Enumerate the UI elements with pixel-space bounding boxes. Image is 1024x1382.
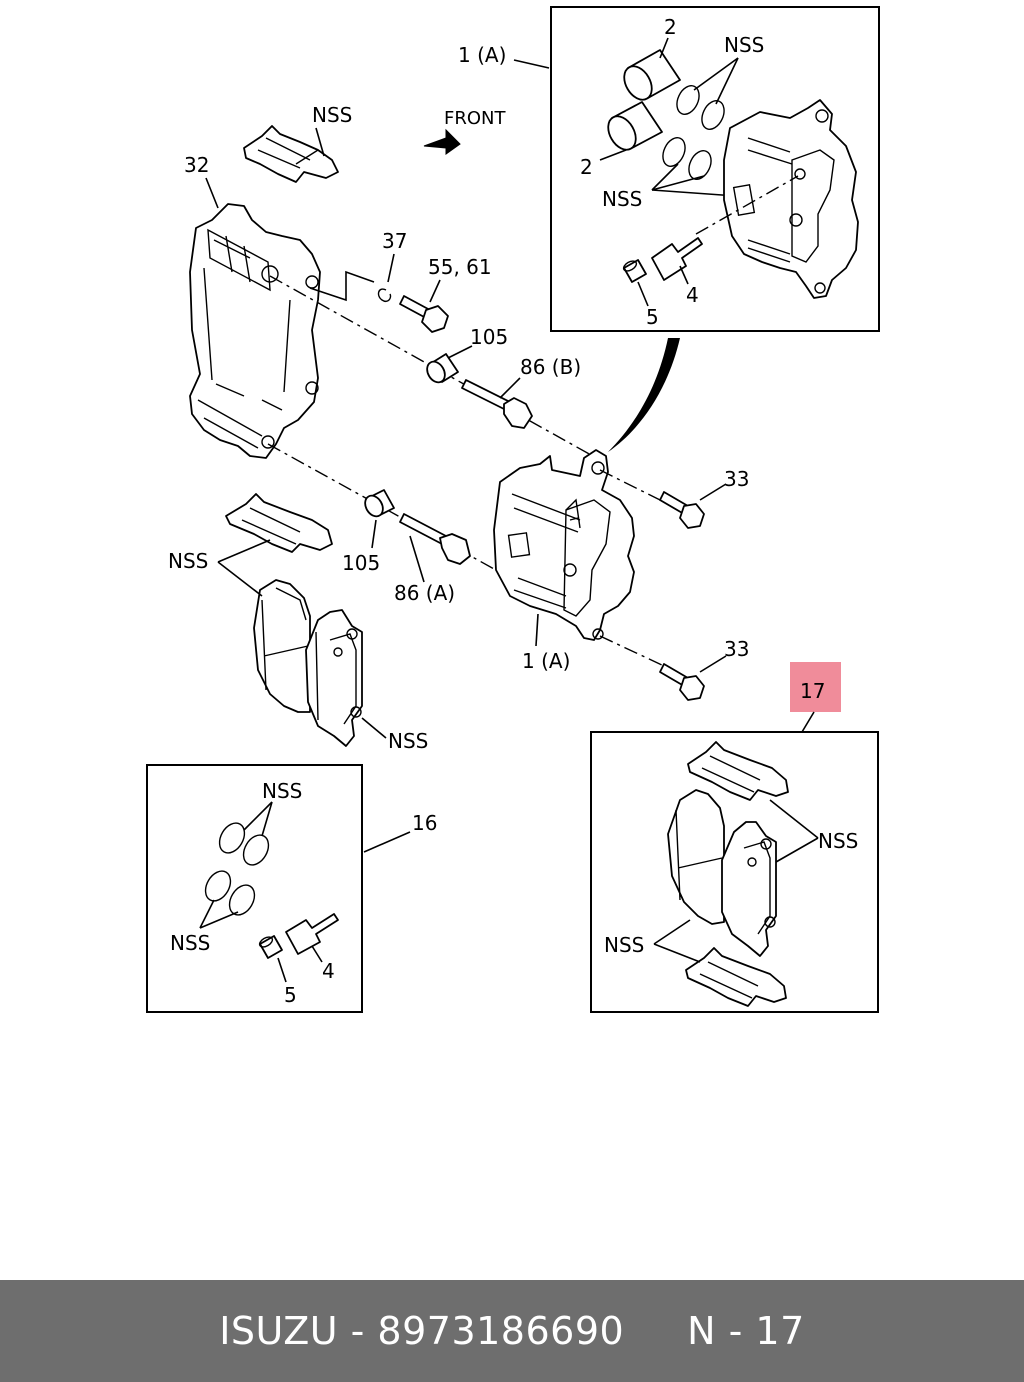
kit17-pad-outer [667,789,725,925]
detail-callout-arrow [608,338,680,452]
kit-16-box: 16 NSS NSS 4 5 [146,764,437,1013]
caliper-bolt-lower [659,663,705,701]
label-cap-box: 5 [646,305,659,329]
kit16-bleeder-screw [285,913,339,955]
kit17-pad-inner [721,821,777,957]
page-number: 17 [755,1309,805,1353]
label-bolt-upper: 33 [724,467,749,491]
pin-boot-upper [426,353,459,384]
guide-pin-lower [399,513,471,565]
label-front: FRONT [444,108,506,129]
bleeder-screw-detail [651,237,703,281]
label-piston-bottom: 2 [580,155,593,179]
part-number: 8973186690 [377,1309,625,1353]
label-shim-left: NSS [388,729,428,753]
kit-17-box: 17 NSS NSS [590,662,879,1013]
pad-clip-top [243,125,339,183]
label-boot-upper: 105 [470,325,508,349]
front-direction-arrow: FRONT [423,108,506,155]
kit16-bleeder-cap [258,935,283,959]
pin-boot-lower [364,489,395,518]
label-ring: 37 [382,229,407,253]
label-kit16-seals-bottom: NSS [170,931,210,955]
label-clip-left: NSS [168,549,208,573]
label-seals-top: NSS [724,33,764,57]
guide-pin-upper [461,379,533,429]
section-code: N [687,1309,717,1353]
part-info-footer: ISUZU - 8973186690 N - 17 [0,1280,1024,1382]
kit16-seal-rings-top [218,822,270,866]
label-bracket: 32 [184,153,209,177]
exploded-parts-diagram: 1 (A) 2 2 NSS NSS [146,6,880,1013]
kit16-seal-rings-bottom [204,870,256,916]
part-info-text: ISUZU - 8973186690 N - 17 [219,1309,805,1353]
caliper-assembly [493,449,635,641]
label-kit17-clip-bottom: NSS [604,933,644,957]
kit17-highlight [790,662,841,712]
brand-name: ISUZU [219,1309,339,1353]
caliper-body-detail [723,99,859,299]
retaining-ring [377,288,392,303]
bracket-bolt [399,295,449,333]
separator: - [716,1309,756,1353]
brake-pad-inner [305,609,363,747]
label-caliper-box-ref: 1 (A) [458,43,506,67]
separator: - [338,1309,378,1353]
piston-bottom [607,101,663,151]
label-kit17: 17 [800,679,825,703]
seal-rings-top [676,85,725,130]
brake-pad-outer [253,579,311,713]
caliper-bolt-upper [659,491,705,529]
label-kit17-clip-top: NSS [818,829,858,853]
label-pin-upper: 86 (B) [520,355,581,379]
label-kit16-seals-top: NSS [262,779,302,803]
kit17-clip-top [687,741,789,801]
label-seals-bottom: NSS [602,187,642,211]
label-kit16-cap: 5 [284,983,297,1007]
caliper-bracket [189,203,321,459]
label-bleeder-box: 4 [686,283,699,307]
label-piston-top: 2 [664,15,677,39]
label-kit16-bleeder: 4 [322,959,335,983]
label-bolt-lower: 33 [724,637,749,661]
spacer [624,1309,687,1353]
pad-clip-left [225,493,333,553]
bleeder-cap-detail [622,259,647,283]
label-bracket-bolt: 55, 61 [428,255,492,279]
label-caliper: 1 (A) [522,649,570,673]
label-clip-top: NSS [312,103,352,127]
label-pin-lower: 86 (A) [394,581,455,605]
piston-top [623,49,681,101]
label-boot-lower: 105 [342,551,380,575]
caliper-detail-box: 1 (A) 2 2 NSS NSS [458,6,880,332]
label-kit16: 16 [412,811,437,835]
kit17-clip-bottom [685,947,787,1007]
